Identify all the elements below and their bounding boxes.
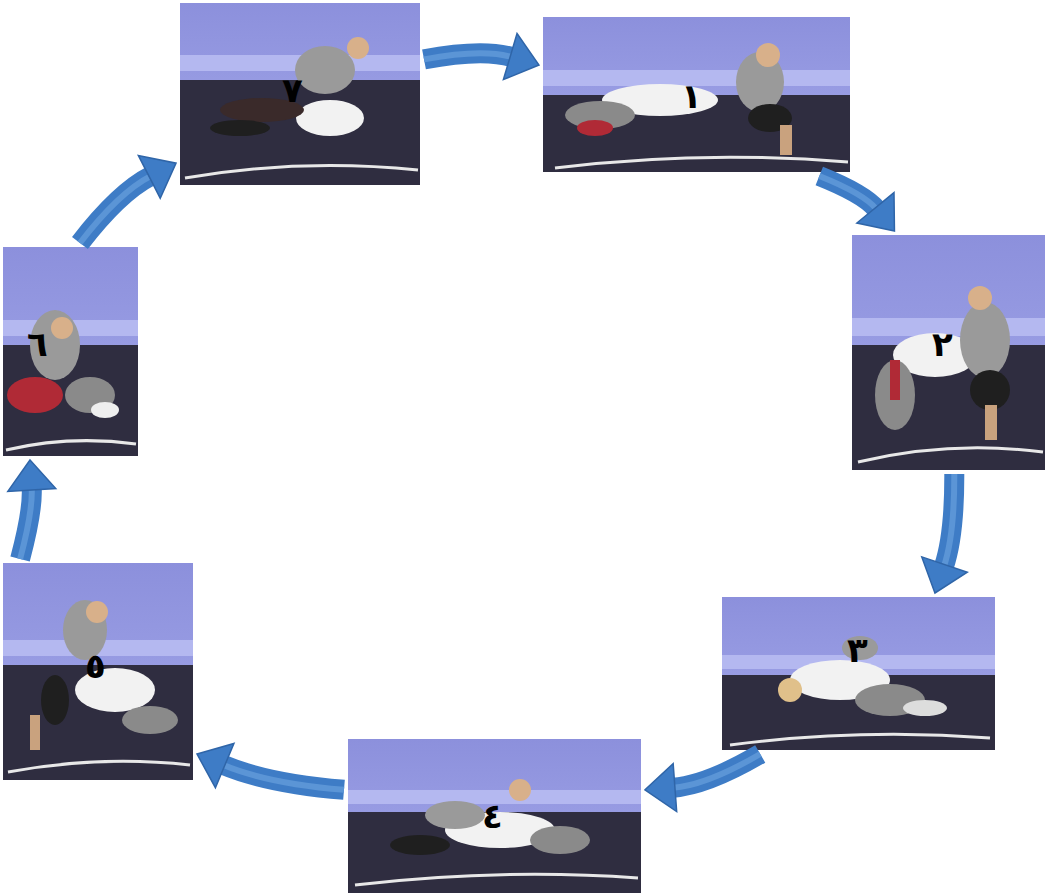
photo-frame: ١ (543, 17, 850, 172)
arrow-highlight (424, 53, 512, 59)
arrow-head (138, 155, 176, 198)
cycle-arrow (197, 743, 344, 789)
step-number: ٦ (27, 327, 48, 361)
cycle-arrow (819, 176, 894, 231)
cycle-arrow (922, 474, 967, 593)
wrestling-photo (722, 597, 995, 750)
cycle-arrow (424, 34, 539, 80)
step-number: ٢ (932, 327, 953, 361)
wrestling-photo (180, 3, 420, 185)
photo-frame: ٤ (348, 739, 641, 893)
arrow-shaft (20, 488, 32, 559)
arrow-head (8, 460, 56, 491)
cycle-arrow (80, 155, 176, 243)
arrow-highlight (80, 176, 151, 243)
arrow-shaft (424, 53, 512, 59)
wrestling-photo (3, 247, 138, 456)
cycle-arrow (8, 460, 56, 559)
photo-frame: ٥ (3, 563, 193, 780)
step-number: ٧ (282, 73, 303, 107)
arrow-head (645, 764, 677, 812)
wrestling-photo (348, 739, 641, 893)
arrow-highlight (223, 765, 344, 790)
arrow-head (922, 557, 967, 593)
arrow-head (857, 193, 895, 231)
photo-frame: ٢ (852, 235, 1045, 470)
step-number: ٤ (482, 799, 503, 833)
photo-frame: ٣ (722, 597, 995, 750)
arrow-head (197, 743, 234, 787)
arrow-head (503, 34, 539, 80)
step-number: ١ (681, 79, 702, 113)
cycle-arrow (645, 754, 760, 812)
arrow-shaft (819, 176, 876, 209)
photo-frame: ٦ (3, 247, 138, 456)
arrow-shaft (223, 765, 344, 790)
wrestling-photo (3, 563, 193, 780)
step-number: ٥ (85, 649, 106, 683)
arrow-highlight (819, 176, 876, 209)
arrow-shaft (80, 176, 151, 243)
photo-frame: ٧ (180, 3, 420, 185)
arrow-shaft (673, 754, 760, 788)
arrow-highlight (944, 474, 954, 566)
arrow-highlight (673, 754, 760, 788)
arrow-shaft (944, 474, 954, 566)
wrestling-photo (852, 235, 1045, 470)
wrestling-photo (543, 17, 850, 172)
step-number: ٣ (847, 633, 868, 667)
arrow-highlight (20, 488, 32, 559)
